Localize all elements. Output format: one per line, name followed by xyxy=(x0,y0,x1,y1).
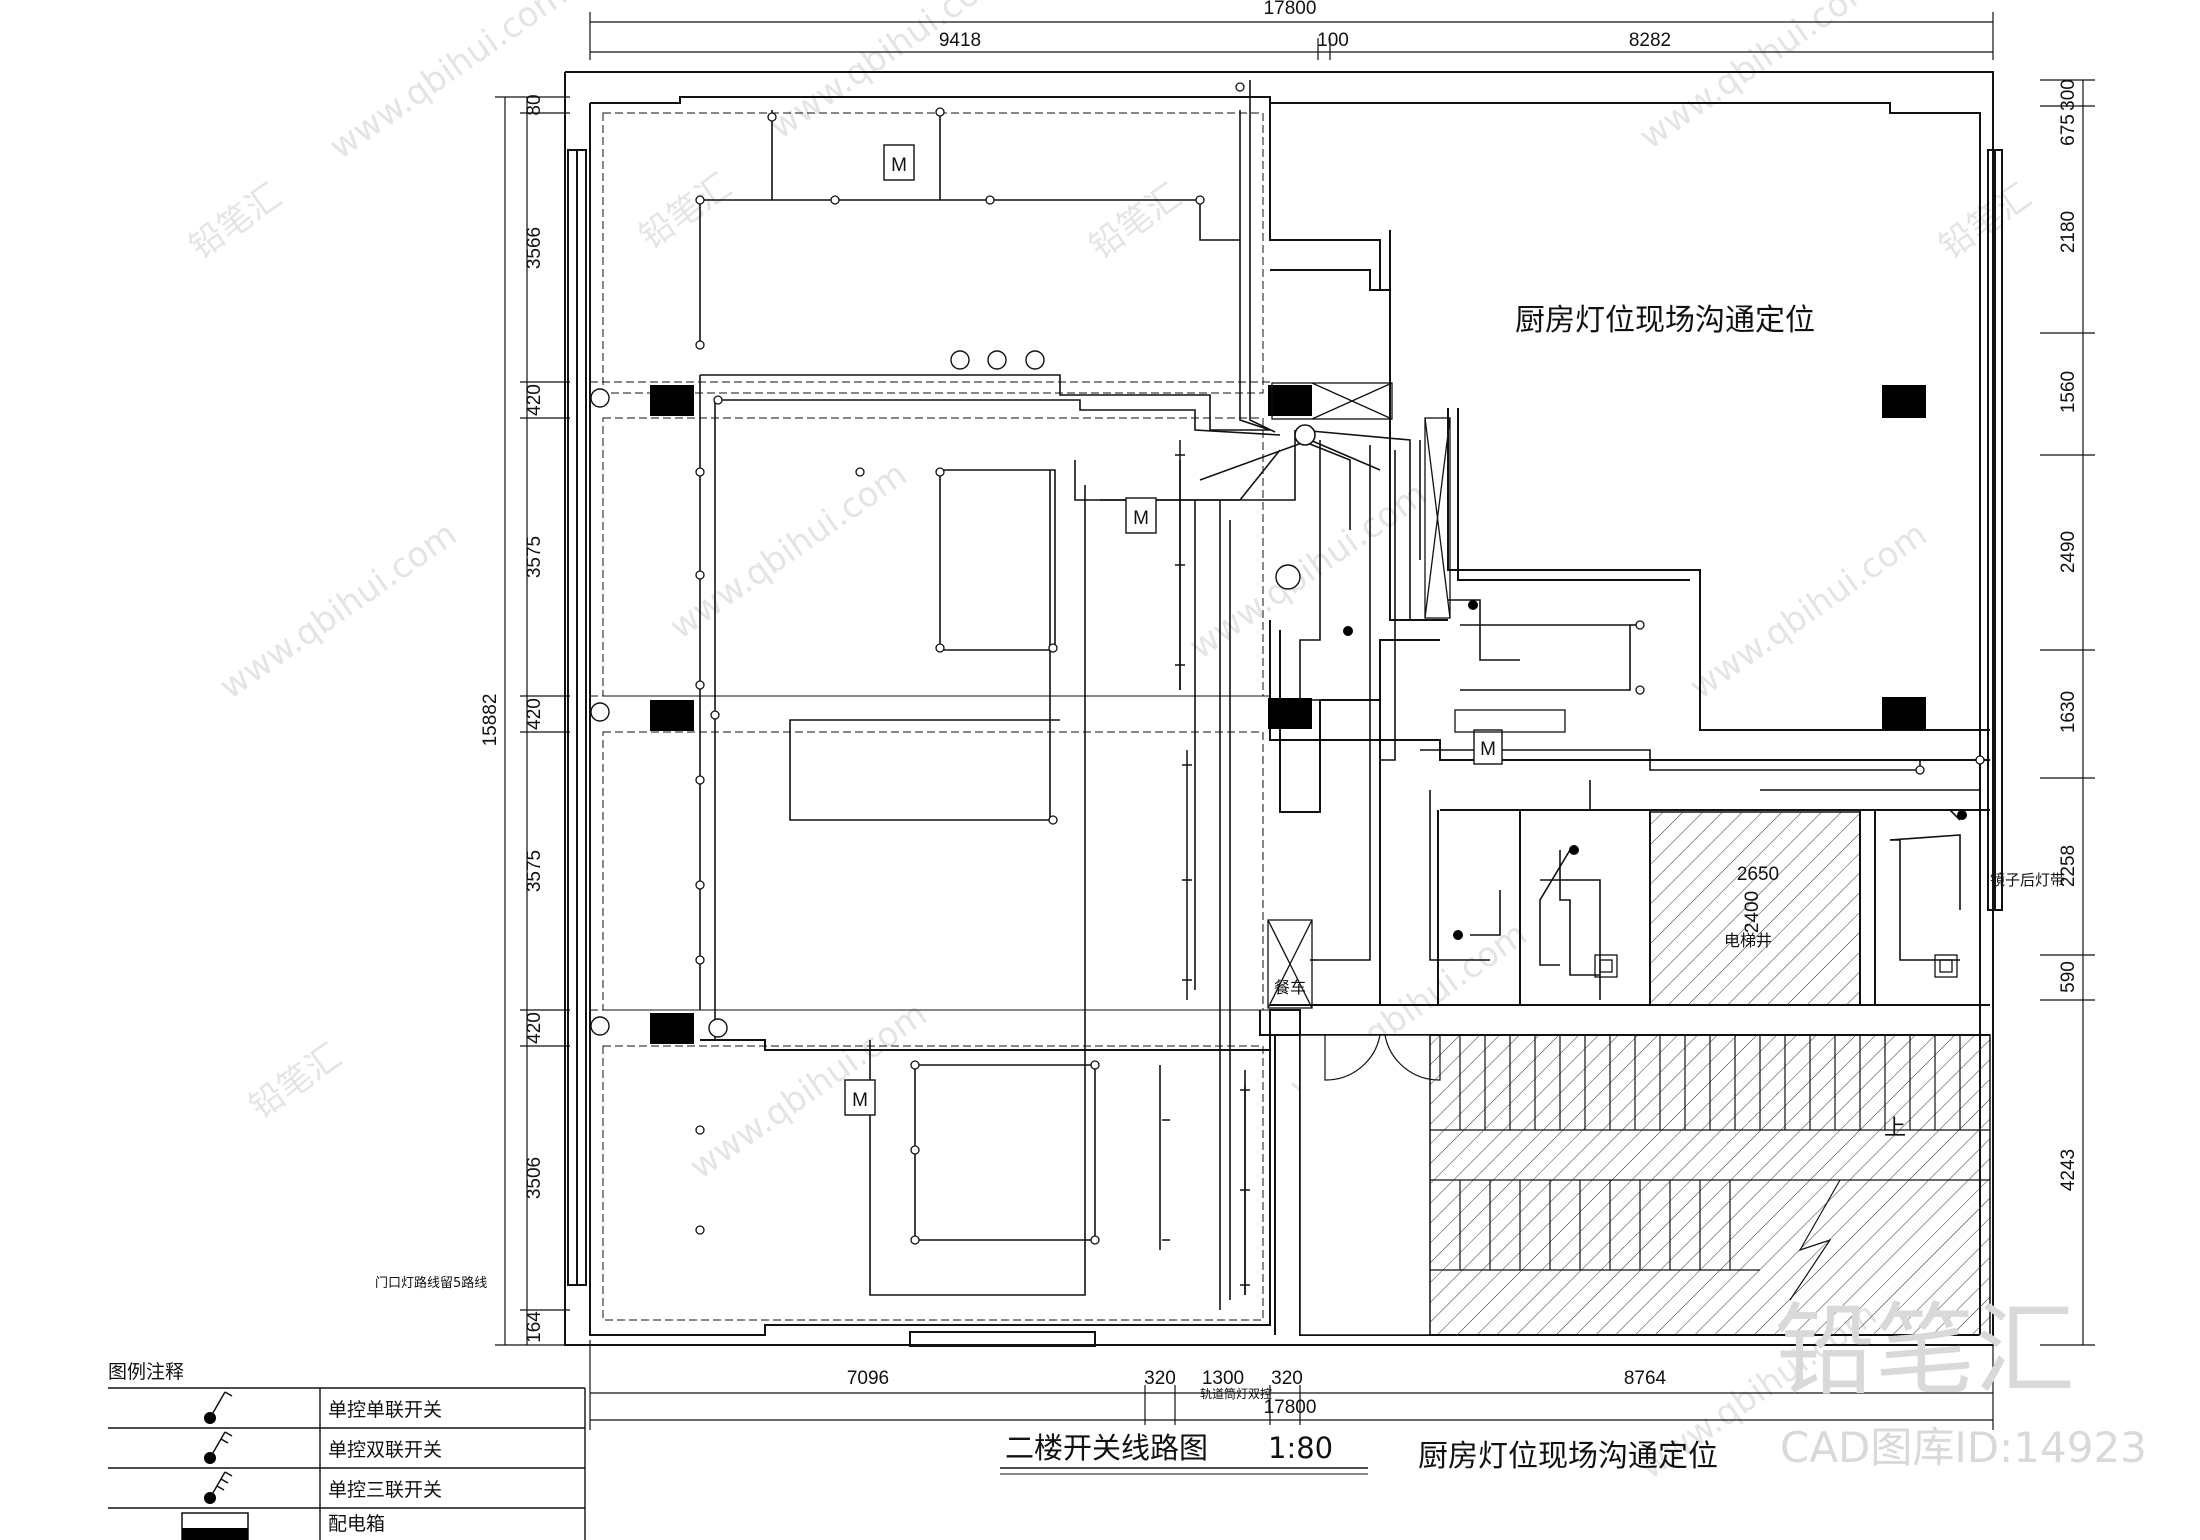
motor-label: M xyxy=(1480,739,1496,760)
dim-left-seg: 420 xyxy=(524,1012,545,1044)
legend-item-label: 单控双联开关 xyxy=(328,1439,442,1461)
switch-wiring xyxy=(699,80,1981,1310)
legend-item-label: 单控三联开关 xyxy=(328,1479,442,1501)
legend: 图例注释 xyxy=(108,1361,586,1540)
dim-right-seg: 2258 xyxy=(2058,845,2079,887)
equipment xyxy=(1267,382,1958,1009)
distribution-boxes xyxy=(650,385,1926,1044)
stairs-up-label: 上 xyxy=(1884,1116,1906,1141)
junction-hub-icon xyxy=(1294,424,1316,446)
dim-left-seg: 420 xyxy=(524,384,545,416)
dim-right-seg: 4243 xyxy=(2058,1149,2079,1191)
double-door xyxy=(1324,1034,1441,1081)
watermark-brand: 铅笔汇 xyxy=(1082,176,1188,267)
distribution-box-icon xyxy=(650,1013,694,1044)
dim-right-seg: 590 xyxy=(2058,961,2079,993)
title-scale: 1:80 xyxy=(1268,1431,1333,1465)
elevator-shaft-label: 电梯井 xyxy=(1724,931,1772,950)
light-points xyxy=(695,82,1985,1245)
kitchen-note: 厨房灯位现场沟通定位 xyxy=(1515,303,1815,338)
watermark-site: www.qbihui.com xyxy=(1632,0,1884,157)
stair-landing xyxy=(1299,1034,1431,1336)
dim-left-seg: 164 xyxy=(524,1311,545,1343)
door-light-note: 门口灯路线留5路线 xyxy=(375,1275,487,1291)
ceiling-outlines xyxy=(590,112,1270,1321)
dimension-lines xyxy=(495,12,2095,1430)
dim-left-seg: 3575 xyxy=(524,536,545,578)
watermark-brand: 铅笔汇 xyxy=(632,166,738,257)
elevator-width: 2650 xyxy=(1737,864,1779,885)
distribution-box-icon xyxy=(650,700,694,731)
dining-car-label: 餐车 xyxy=(1274,978,1306,997)
dim-left-seg: 420 xyxy=(524,698,545,730)
drawing-title: 二楼开关线路图 1:80 厨房灯位现场沟通定位 xyxy=(1000,1431,1718,1475)
distribution-box-icon xyxy=(1268,698,1312,729)
dim-bottom-seg: 7096 xyxy=(847,1368,889,1389)
dim-top-total: 17800 xyxy=(1264,0,1317,19)
dim-left-total: 15882 xyxy=(480,694,501,747)
switches xyxy=(1343,600,1967,940)
watermark-brand: 铅笔汇 xyxy=(1932,176,2038,267)
kitchen-note-bottom: 厨房灯位现场沟通定位 xyxy=(1418,1439,1718,1474)
triple-gang-switch-icon xyxy=(204,1471,233,1504)
dim-bottom-seg: 1300 xyxy=(1202,1368,1244,1389)
mirror-light-label: 镜子后灯带 xyxy=(1990,871,2065,889)
motor-symbols: M M M M xyxy=(844,144,1503,1116)
dim-left-seg: 80 xyxy=(524,94,545,115)
motor-label: M xyxy=(891,155,907,176)
double-gang-switch-icon xyxy=(204,1431,233,1464)
dim-left-seg: 3566 xyxy=(524,227,545,269)
watermark-site: www.qbihui.com xyxy=(212,514,464,707)
distribution-box-icon xyxy=(181,1512,249,1540)
legend-heading: 图例注释 xyxy=(108,1361,184,1383)
legend-item-label: 单控单联开关 xyxy=(328,1399,442,1421)
watermark-id: CAD图库ID:14923 xyxy=(1780,1423,2147,1472)
dim-right-seg: 2180 xyxy=(2058,211,2079,253)
watermark-brand: 铅笔汇 xyxy=(242,1036,348,1127)
dim-bottom-seg: 8764 xyxy=(1624,1368,1667,1389)
watermark-site: www.qbihui.com xyxy=(1682,514,1934,707)
motor-label: M xyxy=(1133,508,1149,529)
single-gang-switch-icon xyxy=(204,1391,233,1424)
distribution-box-icon xyxy=(1268,385,1312,416)
distribution-box-icon xyxy=(1882,697,1926,730)
motor-label: M xyxy=(852,1090,868,1111)
dim-bottom-total: 17800 xyxy=(1264,1397,1317,1418)
track-light-note: 轨道筒灯双控 xyxy=(1200,1386,1272,1401)
dim-left-seg: 3575 xyxy=(524,850,545,892)
title-text: 二楼开关线路图 xyxy=(1005,1431,1208,1465)
watermark-site: www.qbihui.com xyxy=(322,0,574,167)
dim-left-seg: 3506 xyxy=(524,1157,545,1199)
dim-right-seg: 1560 xyxy=(2058,371,2079,413)
distribution-box-icon xyxy=(650,385,694,416)
watermark-brand: 铅笔汇 xyxy=(182,176,288,267)
wall-lights xyxy=(590,350,1301,1038)
dim-right-extra: 300 xyxy=(2058,79,2079,111)
dim-top-right: 8282 xyxy=(1629,30,1671,51)
watermark-brand-large: 铅笔汇 xyxy=(1775,1292,2075,1409)
dim-right-seg: 1630 xyxy=(2058,691,2079,733)
dim-top-left: 9418 xyxy=(939,30,981,51)
elevator-height: 2400 xyxy=(1742,891,1763,933)
legend-item-label: 配电箱 xyxy=(328,1513,385,1535)
dim-right-seg: 675 xyxy=(2058,114,2079,146)
dim-bottom-seg: 320 xyxy=(1144,1368,1176,1389)
dim-top-mid: 100 xyxy=(1317,30,1349,51)
stair-treads xyxy=(1429,1035,1990,1301)
track-lights xyxy=(1162,440,1250,1295)
dim-right-seg: 2490 xyxy=(2058,531,2079,573)
dim-bottom-seg: 320 xyxy=(1271,1368,1303,1389)
elevator-shaft-hatch xyxy=(1649,811,1861,1006)
distribution-box-icon xyxy=(1882,385,1926,418)
